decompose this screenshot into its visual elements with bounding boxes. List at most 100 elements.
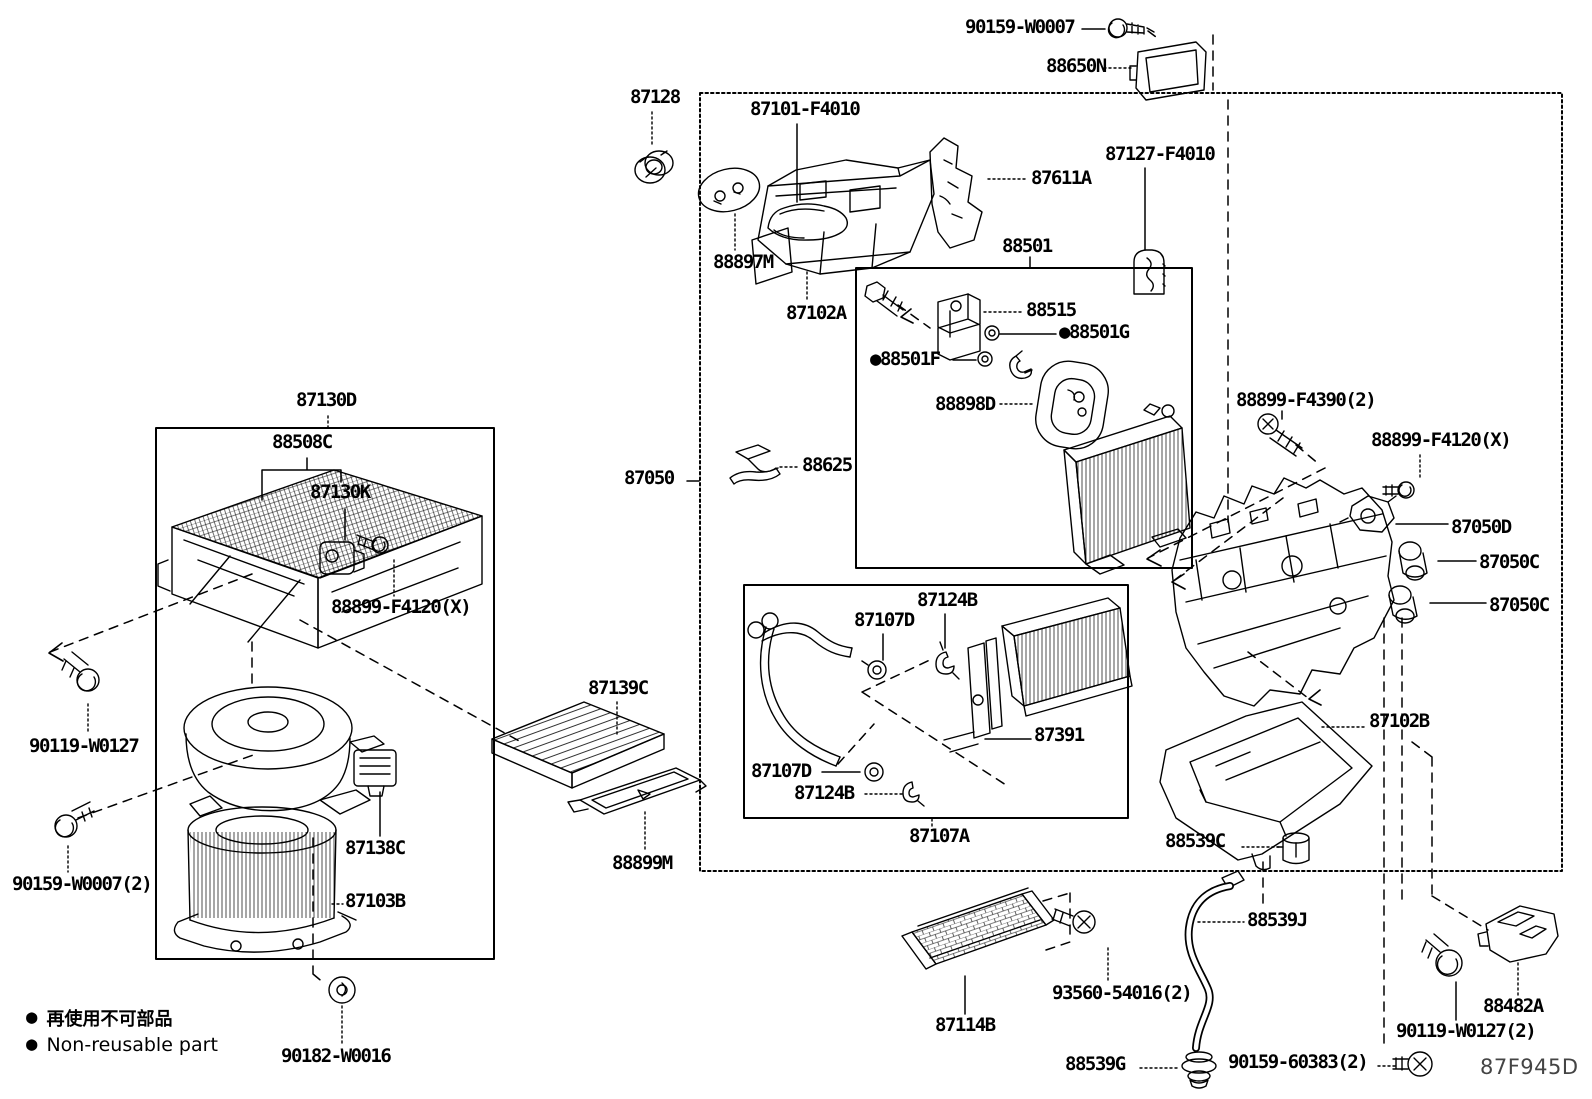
part-87102a-case [751,159,935,285]
leader-lines-solid [261,28,1487,1021]
part-label-90159w0007: 90159-W0007 [965,16,1076,38]
part-87050d-servo [1339,495,1397,533]
part-label-87102a: 87102A [786,302,847,324]
leader-lines-dotted [67,67,1519,1069]
part-87391-heater-core [943,597,1133,753]
part-90159-60383-screw [1392,1051,1433,1077]
part-label-88625: 88625 [802,454,853,476]
part-label-87050c: 87050C [1489,594,1550,616]
part-label-88539c: 88539C [1165,830,1226,852]
part-87050c-motor-2 [1388,585,1418,624]
part-88898d-insulator [1035,360,1109,450]
part-label-87611a: 87611A [1031,167,1092,189]
diagram-code: 87F945D [1480,1055,1579,1079]
part-label-87107a: 87107A [909,825,970,847]
part-88515-expansion-valve [937,293,981,361]
part-88899-f4120-screw-right [1382,481,1415,499]
part-88501f-o-ring [977,351,993,367]
group-box-87130d-blower [155,427,495,960]
part-label-88501g: ●88501G [1059,321,1130,343]
part-88501-bolt [864,281,904,317]
part-label-87124b: 87124B [917,589,978,611]
part-90182-w0016-clip [328,976,356,1004]
arrowheads [48,308,1322,706]
part-90119-w0127-screw-left [61,651,100,692]
part-87124b-clip-lower [902,781,925,807]
part-label-88898d: 88898D [935,393,996,415]
part-label-90119w0127: 90119-W0127 [29,735,140,757]
part-label-87127f4010: 87127-F4010 [1105,143,1216,165]
part-label-88899m: 88899M [612,852,673,874]
part-88899m-frame [567,767,707,815]
part-label-87102b: 87102B [1369,710,1430,732]
part-87130k-servo [319,541,365,575]
part-88482a-amplifier [1477,905,1559,963]
part-label-87138c: 87138C [345,837,406,859]
part-90159-w0007-screw [1107,18,1155,39]
part-label-90119w01272: 90119-W0127(2) [1396,1020,1537,1042]
part-label-88899f4120x: 88899-F4120(X) [1371,429,1512,451]
part-88897m-packing [697,167,761,213]
part-label-88650n: 88650N [1046,55,1107,77]
part-label-87124b: 87124B [794,782,855,804]
part-88501g-o-ring [984,325,1000,341]
part-88539j-drain-hose [1184,870,1245,1052]
part-label-90159w00072: 90159-W0007(2) [12,873,153,895]
part-label-88508c: 88508C [272,431,333,453]
legend-row-en: ● Non-reusable part [26,1031,218,1058]
part-87130d-filter-case [157,469,483,649]
part-87611a-bracket [929,137,983,249]
part-label-88539j: 88539J [1247,909,1308,931]
part-label-87130d: 87130D [296,389,357,411]
legend-row-jp: ● 再使用不可部品 [26,1004,218,1031]
part-87050c-motor-1 [1398,541,1428,581]
part-90159-w0007-screw-left [54,801,95,838]
part-87107d-grommet-upper [861,660,887,680]
part-88625-thermistor [729,444,781,485]
part-label-87107d: 87107D [751,760,812,782]
part-label-90159603832: 90159-60383(2) [1228,1051,1369,1073]
part-label-87050c: 87050C [1479,551,1540,573]
part-88650n-amplifier [1129,41,1207,101]
part-87139c-filter [491,701,665,789]
part-87107a-hoses [747,612,853,767]
part-label-87107d: 87107D [854,609,915,631]
part-blower-housing [183,686,385,817]
part-label-87101f4010: 87101-F4010 [750,98,861,120]
part-87107d-grommet-lower [864,762,884,782]
group-box-87050-main [699,92,1563,872]
part-90119-w0127-screw-bottom [1421,933,1463,977]
part-label-87139c: 87139C [588,677,649,699]
part-pipe-clamp [1009,350,1033,380]
non-reusable-bullet-icon: ● [26,1006,38,1028]
part-label-87103b: 87103B [345,890,406,912]
part-label-88899f43902: 88899-F4390(2) [1236,389,1377,411]
part-87128-seal [634,150,674,184]
part-label-88899f4120x: 88899-F4120(X) [331,596,472,618]
part-label-87391: 87391 [1034,724,1085,746]
part-93560-54016-screw [1051,908,1096,934]
part-label-90182w0016: 90182-W0016 [281,1045,392,1067]
part-87138c-resistor [353,749,397,797]
part-label-87050d: 87050D [1451,516,1512,538]
part-87124b-clip-upper [935,641,960,680]
part-label-87128: 87128 [630,86,681,108]
part-label-88539g: 88539G [1065,1053,1126,1075]
part-label-87130k: 87130K [310,481,371,503]
legend: ● 再使用不可部品 ● Non-reusable part [26,1004,218,1058]
part-label-88501: 88501 [1002,235,1053,257]
part-87102b-lower-case [1159,701,1373,871]
part-88539c-grommet [1276,832,1310,865]
part-label-88501f: ●88501F [870,348,941,370]
part-label-93560540162: 93560-54016(2) [1052,982,1193,1004]
part-87050-main-case [1171,477,1395,707]
non-reusable-bullet-icon: ● [26,1033,38,1055]
part-label-87114b: 87114B [935,1014,996,1036]
part-label-88515: 88515 [1026,299,1077,321]
part-87101-f4010-cover [767,203,849,241]
part-87127-f4010-damper [1133,249,1166,295]
part-88539g-grommet [1181,1051,1217,1089]
